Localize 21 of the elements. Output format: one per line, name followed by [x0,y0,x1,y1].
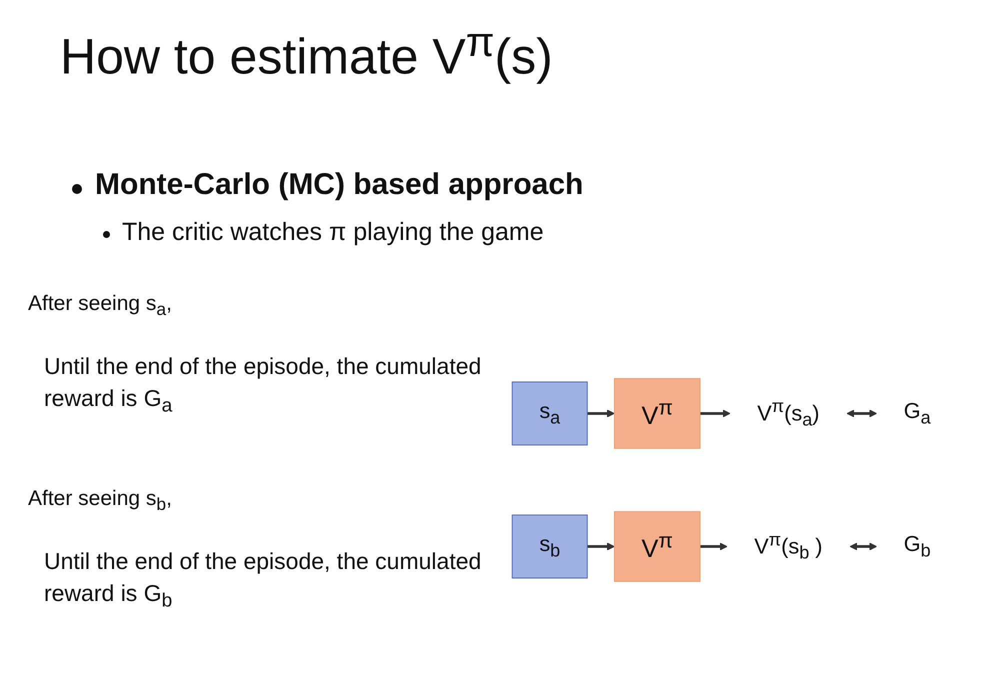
arrow [700,542,728,550]
bullet-text: The critic watches π playing the game [122,218,544,246]
node-box: V$^{π}$ [614,378,700,449]
slide-title: How to estimate V$^{π}$(s) [60,18,553,86]
description-text: Until the end of the episode, the cumulated reward is G$_{b}$ [44,547,482,614]
description-text: Until the end of the episode, the cumulated reward is G$_{a}$ [44,352,482,419]
node-text: V$^{π}$(s$_{a}$) [757,396,820,430]
node-box: V$^{π}$ [614,511,700,582]
node-box: s$_{a}$ [512,382,588,446]
caption-text: After seeing s$_{b}$, [28,487,173,516]
node-text: G$_{b}$ [904,532,931,561]
arrow [587,542,615,550]
arrow [700,410,730,418]
arrow [587,410,615,418]
node-box: s$_{b}$ [512,514,588,578]
arrow [846,410,878,418]
node-text: V$^{π}$(s$_{b}$ ) [754,530,822,564]
arrow [850,542,878,550]
node-text: G$_{a}$ [904,399,931,428]
caption-text: After seeing s$_{a}$, [28,292,173,320]
bullet-heading: Monte-Carlo (MC) based approach [95,168,584,201]
